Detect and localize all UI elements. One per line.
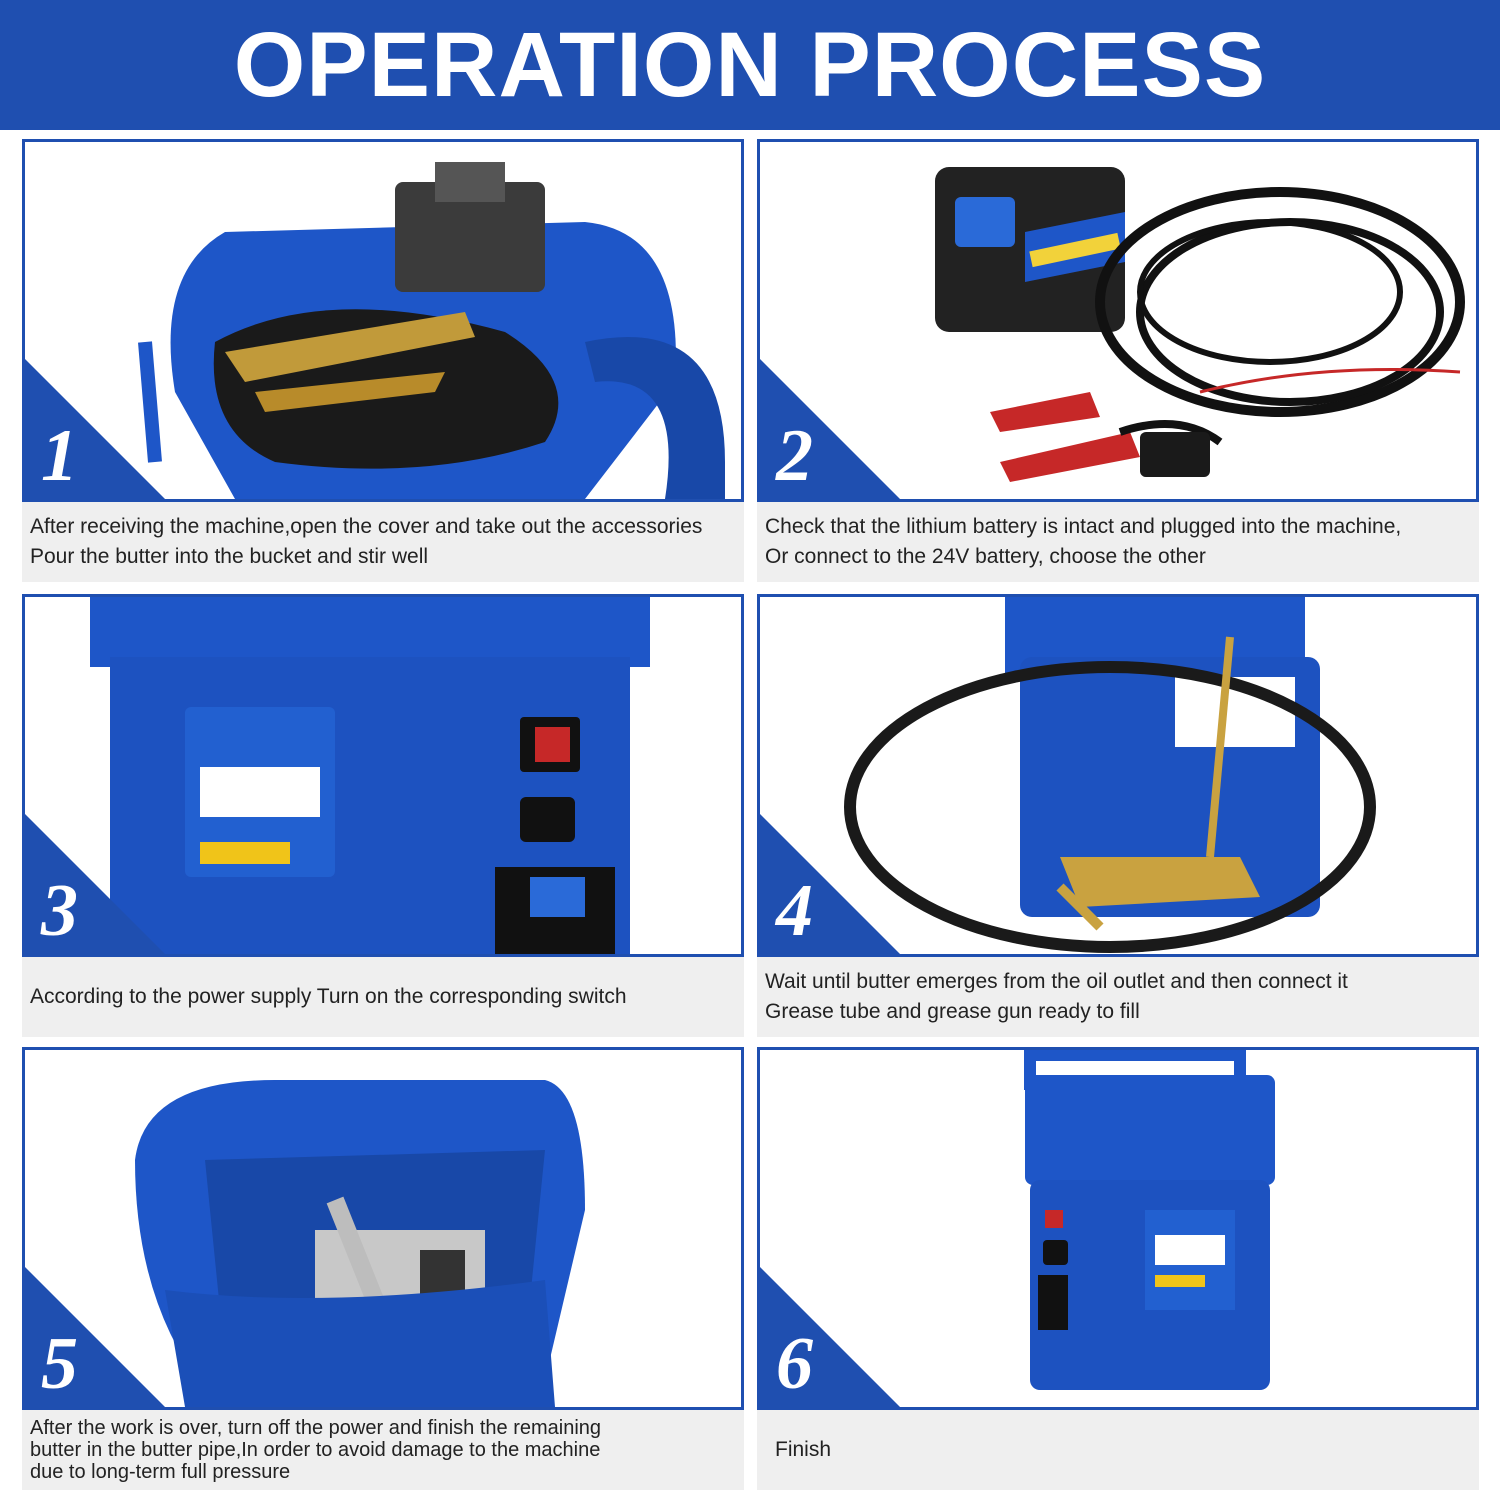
header-banner: OPERATION PROCESS: [0, 0, 1500, 130]
step-3-number: 3: [41, 870, 78, 952]
step-4-caption: Wait until butter emerges from the oil o…: [757, 957, 1479, 1037]
step-2-caption-line-2: Or connect to the 24V battery, choose th…: [765, 545, 1206, 568]
step-6-panel: 6: [757, 1047, 1479, 1410]
step-1-panel: 1: [22, 139, 744, 502]
step-6-number: 6: [776, 1323, 813, 1405]
step-2-corner-badge: [760, 359, 900, 499]
step-2-panel: 2: [757, 139, 1479, 502]
step-5-number: 5: [41, 1323, 78, 1405]
step-1-corner-badge: [25, 359, 165, 499]
step-4-corner-badge: [760, 814, 900, 954]
battery-and-cables-photo: [935, 167, 1465, 482]
step-4-caption-line-2: Grease tube and grease gun ready to fill: [765, 1000, 1140, 1023]
step-5-caption-line-3: due to long-term full pressure: [30, 1461, 291, 1483]
step-5-panel: 5: [22, 1047, 744, 1410]
step-1-caption-line-1: After receiving the machine,open the cov…: [30, 515, 703, 538]
machine-switches-photo: [90, 597, 650, 954]
empty-bucket-interior-photo: [135, 1080, 585, 1407]
step-1-caption: After receiving the machine,open the cov…: [22, 502, 744, 582]
step-1-caption-line-2: Pour the butter into the bucket and stir…: [30, 545, 429, 568]
step-6-corner-badge: [760, 1267, 900, 1407]
step-2-caption-line-1: Check that the lithium battery is intact…: [765, 515, 1402, 538]
step-3-caption-line-1: According to the power supply Turn on th…: [30, 985, 627, 1008]
step-6-caption: Finish: [757, 1410, 1479, 1490]
step-4-panel: 4: [757, 594, 1479, 957]
page-title: OPERATION PROCESS: [233, 13, 1267, 116]
step-4-number: 4: [776, 870, 813, 952]
step-5-caption-line-1: After the work is over, turn off the pow…: [30, 1417, 602, 1439]
step-6-caption-line-1: Finish: [775, 1438, 832, 1461]
step-3-panel: 3: [22, 594, 744, 957]
finished-machine-photo: [1024, 1050, 1275, 1390]
step-2-number: 2: [776, 415, 813, 497]
step-2-caption: Check that the lithium battery is intact…: [757, 502, 1479, 582]
step-5-caption-line-2: butter in the butter pipe,In order to av…: [30, 1439, 601, 1461]
step-3-corner-badge: [25, 814, 165, 954]
step-5-caption: After the work is over, turn off the pow…: [22, 1410, 744, 1490]
step-4-caption-line-1: Wait until butter emerges from the oil o…: [765, 970, 1348, 993]
step-3-caption: According to the power supply Turn on th…: [22, 957, 744, 1037]
step-5-corner-badge: [25, 1267, 165, 1407]
step-1-number: 1: [41, 415, 78, 497]
grease-gun-connected-photo: [844, 597, 1376, 953]
